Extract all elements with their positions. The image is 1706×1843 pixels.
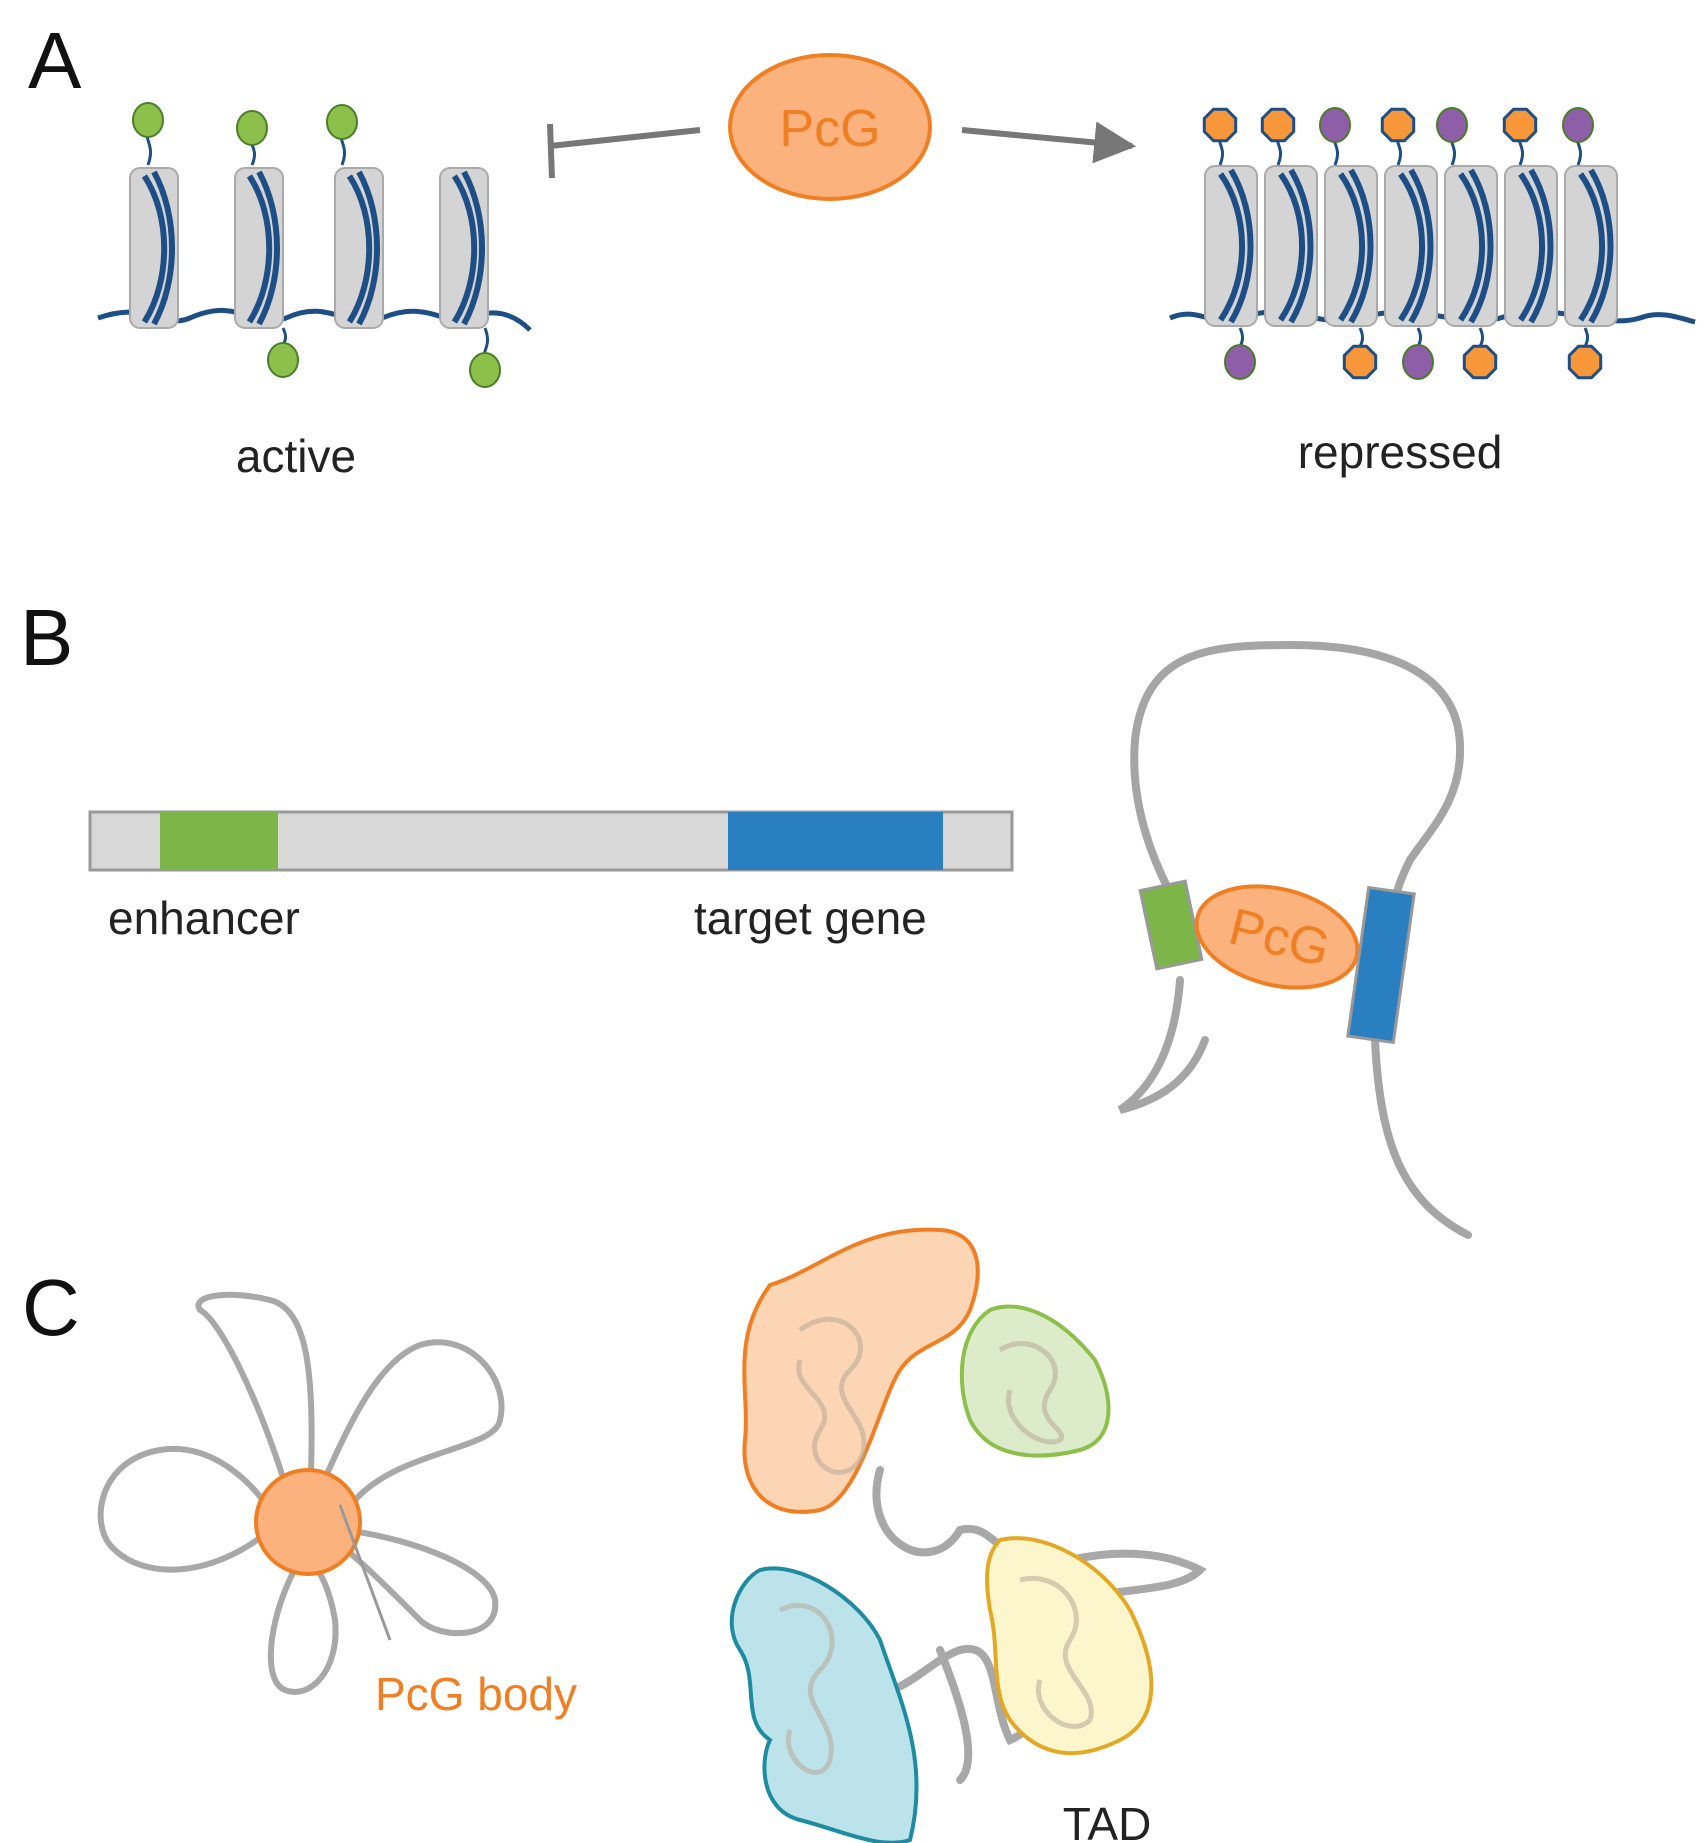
dna-wrap [1228,168,1254,324]
chromatin-tail-right [1371,1036,1472,1239]
tad-label: TAD [1063,1798,1152,1843]
dna-wrap [461,170,485,326]
active-label: active [236,430,356,482]
repressive-mark-circle [1436,107,1468,143]
repressive-mark-octagon [1260,107,1296,143]
repressed-label: repressed [1298,426,1503,478]
dna-wrap [1278,172,1305,322]
repressive-mark-octagon [1502,107,1538,143]
tad-green [959,1304,1111,1458]
dna-wrap [1338,172,1365,322]
pcg-body-label: PcG body [375,1668,577,1720]
loop-bottom [267,1557,339,1695]
enhancer-block [1138,879,1204,971]
dna-wrap [1578,172,1605,322]
loop-top [195,1291,315,1501]
dna-wrap [151,170,175,326]
repressed-chromatin [1169,107,1696,380]
chromatin-loops [97,1291,505,1695]
active-mark [326,104,358,140]
nucleosome-group [1202,107,1618,380]
dna-wrap [1348,168,1374,324]
chromatin-loop [1130,640,1465,914]
repressive-mark-circle [1562,107,1594,143]
repressive-mark-octagon [1567,344,1603,380]
activation-arrow [961,121,1137,164]
panel-b: B enhancer target gene PcG [20,593,1472,1239]
tad-internal-chromatin [778,1316,1094,1775]
dna-wrap [1518,172,1545,322]
inter-tad-chromatin [866,1466,1207,1784]
repressive-mark-circle [1402,344,1434,380]
repressive-mark-octagon [1380,107,1416,143]
chromatin-tail-left [1117,976,1209,1114]
target-gene-block [1346,885,1416,1045]
target-gene-region [728,812,943,870]
panel-c-letter: C [22,1263,80,1352]
active-mark [267,342,299,378]
enhancer-label: enhancer [108,892,300,944]
repressive-mark-circle [1224,344,1256,380]
dna-wrap [346,174,373,324]
pcg-complex [1194,884,1360,990]
inhibition-bar [547,123,555,179]
dna-wrap [1588,168,1614,324]
dna-wrap [1288,168,1314,324]
repressive-mark-octagon [1202,107,1238,143]
panel-c: C PcG body TAD [22,1227,1207,1843]
target-gene-label: target gene [694,892,927,944]
pcg-label: PcG [779,100,880,158]
active-chromatin [97,102,532,388]
dna-wrap [1408,168,1434,324]
tad-blue [729,1566,919,1843]
panel-b-letter: B [20,593,73,682]
repressive-mark-octagon [1462,344,1498,380]
nucleosome-group [129,102,501,388]
active-mark [236,110,268,146]
active-mark [132,102,164,138]
panel-a: A active PcG repressed [28,16,1696,482]
pcg-body [254,1468,362,1576]
inhibition-arrow [549,127,701,149]
pcg-body-pointer [338,1504,392,1641]
tad-cluster [729,1227,1207,1843]
dna-wrap [356,170,380,326]
pcg-complex [728,53,932,201]
dna-wrap [246,174,273,324]
dna-wrap [1468,168,1494,324]
dna-wrap [256,170,280,326]
dna-wrap [1458,172,1485,322]
enhancer-region [160,812,278,870]
dna-wrap [1398,172,1425,322]
dna-wrap [451,174,478,324]
dna-wrap [1528,168,1554,324]
loop-lower-right [338,1527,499,1637]
panel-a-letter: A [28,16,82,105]
loop-upper-right [317,1339,505,1503]
tad-orange [742,1227,980,1514]
dna-wrap [1218,172,1245,322]
active-mark [469,352,501,388]
dna-wrap [141,174,168,324]
repressive-mark-circle [1319,107,1351,143]
loop-left [97,1445,273,1573]
repressive-mark-octagon [1342,344,1378,380]
